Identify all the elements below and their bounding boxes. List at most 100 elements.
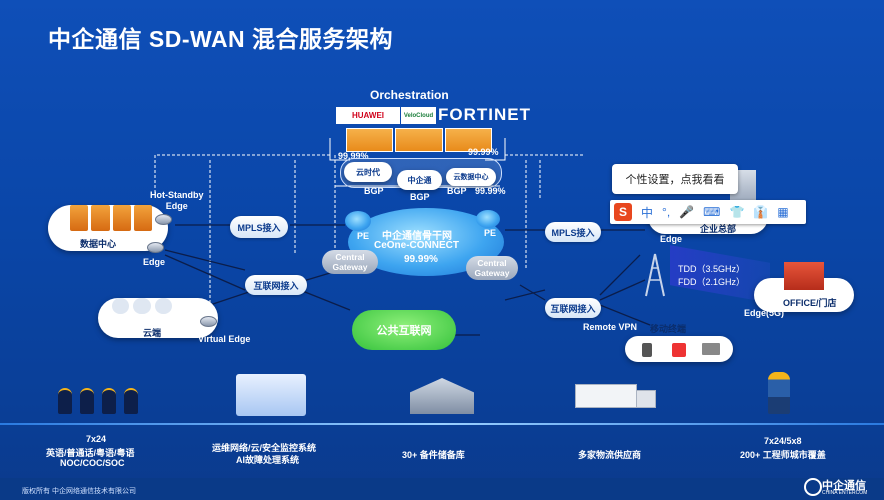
pop-cloud-dc-label: 云数据中心 [446,168,496,186]
huawei-text: HUAWEI [352,111,384,120]
ime-punctuation-toggle[interactable]: °, [662,205,671,219]
fdd-label: FDD（2.1GHz） [678,277,746,287]
bgp-label-2: BGP [410,192,430,202]
cloud-label: 云端 [143,328,162,338]
velocloud-text: VeloCloud [403,112,434,119]
datacenter-label: 数据中心 [80,239,117,249]
person-icon [123,388,138,414]
brand-logo-icon [804,478,822,496]
cloud-icon [154,298,172,314]
edge-left-label: Edge [143,257,166,267]
router-icon [155,214,172,225]
cell-tower-icon [645,253,665,297]
sla-left: 99.99% [338,151,369,161]
pop-yunshidai: 云时代 [344,162,392,182]
keyboard-icon[interactable]: ⌨ [703,205,721,219]
laptop-icon [702,343,720,355]
edge-right-label: Edge [660,234,683,244]
backbone-name: CeOne-CONNECT [374,240,460,251]
page-title: 中企通信 SD-WAN 混合服务架构 [48,26,394,52]
server-icon [91,205,110,231]
cloud-icon [112,298,130,314]
noc-staff-icon [50,388,145,416]
router-icon [200,316,217,327]
backbone-title: 中企通信骨干网 [382,231,452,242]
service-4-line1: 多家物流供应商 [578,450,642,460]
footer [0,478,884,500]
ime-tooltip-text: 个性设置，点我看看 [625,174,725,186]
bgp-label-3: BGP [447,186,467,196]
footer-brand-sub: CHINA ENTERCOM [822,490,868,496]
pop-zhongqitong-label: 中企通 [397,170,442,190]
grid-menu-icon[interactable]: ▦ [777,205,789,219]
sogou-logo-icon[interactable]: S [614,203,632,221]
pop-cloud-dc: 云数据中心 [446,168,496,186]
service-2-line1: 运维网络/云/安全监控系统 [212,443,317,453]
sla-bottom: 99.99% [475,186,506,196]
pe-cloud-right [476,210,500,228]
huawei-logo: HUAWEI [336,107,400,124]
mpls-access-right: MPLS接入 [545,222,601,242]
pe-cloud-left [345,211,371,231]
velocloud-logo: VeloCloud [401,107,436,124]
mpls-access-left: MPLS接入 [230,216,288,238]
store-icon [784,262,824,290]
footer-brand: 中企通信 [822,480,866,492]
service-2-line2: AI故障处理系统 [236,455,300,465]
internet-access-right: 互联网接入 [545,298,601,318]
person-icon [57,388,72,414]
datacenter-servers [70,205,152,231]
public-internet-label: 公共互联网 [376,325,432,337]
shirt-icon[interactable]: 👔 [753,205,769,219]
edge-5g-label: Edge(5G) [744,308,785,318]
bgp-label-1: BGP [364,186,384,196]
truck-trailer [575,384,637,408]
pop-zhongqitong: 中企通 [397,170,442,190]
skin-icon[interactable]: 👕 [729,205,745,219]
hq-label: 企业总部 [700,224,737,234]
remote-vpn-label: Remote VPN [583,322,638,332]
ime-toolbar: S 中 °, 🎤 ⌨ 👕 👔 ▦ [610,200,806,224]
truck-icon [575,384,656,410]
engineer-icon [768,372,790,414]
public-internet-cloud: 公共互联网 [352,310,456,350]
sla-right: 99.99% [468,147,499,157]
service-5-line2: 200+ 工程师城市覆盖 [740,450,826,460]
phone-icon [642,343,652,357]
cloud-icon [133,298,151,314]
ime-chinese-toggle[interactable]: 中 [641,205,654,220]
office-label: OFFICE/门店 [783,298,837,308]
internet-access-left: 互联网接入 [245,275,307,295]
backbone-sla: 99.99% [404,254,438,265]
orchestration-servers [346,128,492,152]
pe-right-label: PE [484,228,497,238]
service-1-line1: 7x24 [86,434,107,444]
fortinet-logo: FORTINET [438,105,558,125]
person-icon [79,388,94,414]
pop-yunshidai-label: 云时代 [344,162,392,182]
service-1-line3: NOC/COC/SOC [60,458,125,468]
virtual-edge-label: Virtual Edge [198,334,251,344]
server-icon [112,205,131,231]
server-icon [395,128,443,152]
central-gateway-left: Central Gateway [322,250,378,274]
tdd-label: TDD（3.5GHz） [678,264,746,274]
cloud-services [112,298,172,314]
service-5-line1: 7x24/5x8 [764,436,802,446]
router-icon [147,242,164,253]
server-icon [70,205,89,231]
service-3-line1: 30+ 备件储备库 [402,450,465,460]
pe-left-label: PE [357,231,370,241]
monitor-dashboard-icon [236,374,306,416]
hot-standby-label: Hot-Standby Edge [150,190,204,211]
truck-cab [636,390,656,408]
orchestration-label: Orchestration [370,88,449,102]
fortinet-text: FORTINET [438,105,531,124]
server-icon [346,128,394,152]
footer-copyright: 版权所有 中企网络通信技术有限公司 [22,488,136,495]
central-gateway-right: Central Gateway [466,256,518,280]
microphone-icon[interactable]: 🎤 [679,205,695,219]
ime-tooltip[interactable]: 个性设置，点我看看 [612,164,738,194]
divider [0,423,884,425]
server-icon [133,205,152,231]
